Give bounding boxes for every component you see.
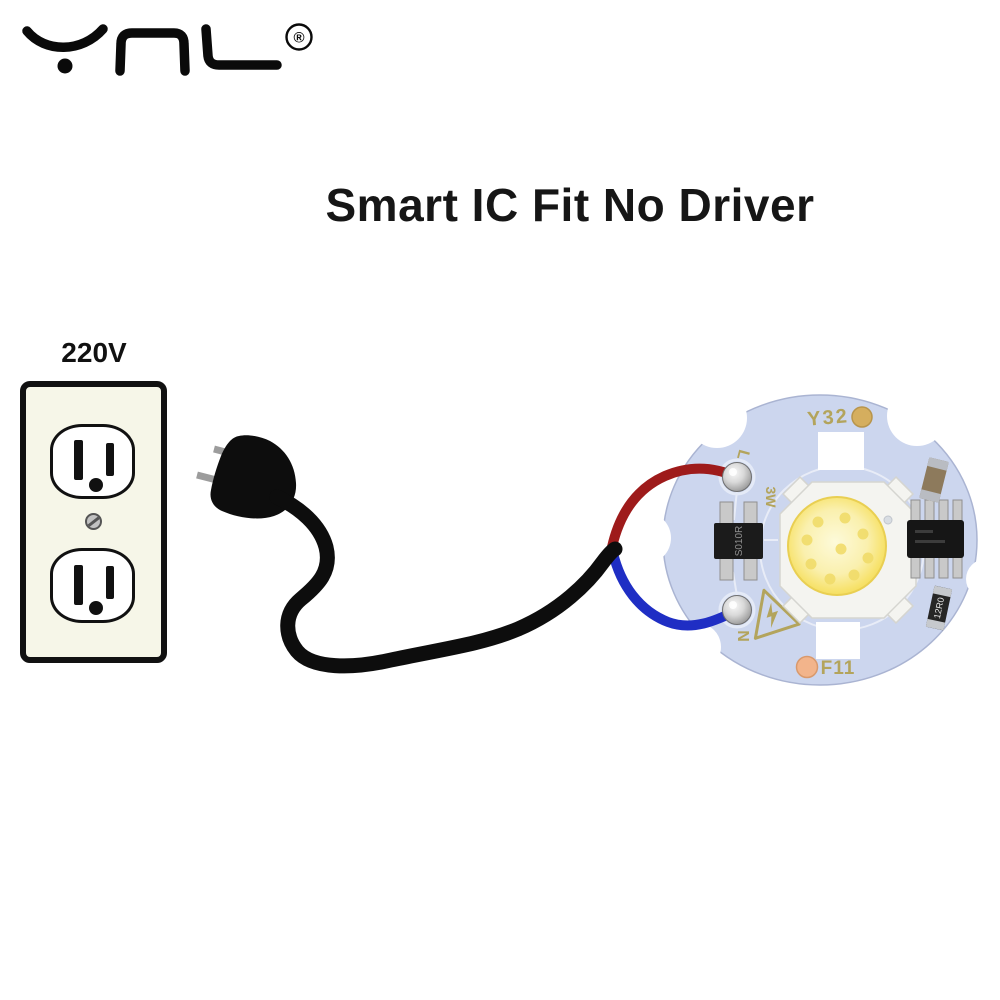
registered-mark: ®	[293, 30, 304, 47]
gold-pad-top	[851, 406, 873, 428]
power-cable	[269, 489, 623, 674]
model-top-label: Y32	[806, 405, 849, 431]
resistor-component: 12R0	[925, 585, 953, 631]
socket-slot	[106, 566, 114, 599]
pcb-edge-notches	[619, 386, 1000, 674]
neutral-silkscreen-label: N	[734, 630, 751, 642]
outlet-screw	[85, 513, 102, 530]
live-wire	[607, 463, 742, 552]
driver-ic-chip	[907, 499, 964, 579]
bridge-rectifier-marking: S010R	[734, 526, 745, 557]
outlet-socket-bottom	[50, 548, 135, 623]
socket-ground-hole	[89, 478, 103, 492]
model-bottom-label: F11	[821, 658, 856, 679]
brand-logo: ®	[22, 23, 313, 76]
silkscreen: Y32 L 3W N F11	[733, 405, 856, 679]
neutral-wire	[608, 548, 742, 631]
live-pad-ring	[718, 458, 756, 496]
page-title: Smart IC Fit No Driver	[325, 179, 815, 231]
socket-ground-hole	[89, 601, 103, 615]
pcb-hole-bottom	[816, 622, 860, 659]
resistor-marking: 12R0	[932, 596, 946, 619]
socket-slot	[106, 443, 114, 476]
neutral-pad-ring	[718, 591, 756, 629]
voltage-label: 220V	[61, 337, 127, 368]
live-silkscreen-label: L	[733, 448, 752, 462]
neutral-solder-joint	[722, 595, 752, 625]
outlet-socket-top	[50, 424, 135, 499]
logo-dot	[57, 58, 73, 74]
pcb-hole-top	[818, 432, 864, 470]
ynl-logo-icon	[22, 24, 282, 76]
socket-slot	[74, 440, 83, 480]
wall-outlet	[20, 381, 167, 663]
high-voltage-triangle-icon	[753, 588, 801, 640]
cob-screw-hole	[883, 515, 893, 525]
registered-mark-circle	[285, 23, 313, 51]
live-solder-joint	[722, 462, 752, 492]
capacitor-component	[919, 457, 949, 503]
power-marking: 3W	[763, 487, 779, 509]
bridge-rectifier-chip: S010R	[714, 501, 763, 581]
cob-led-dies	[801, 512, 874, 585]
solder-joints	[722, 462, 752, 625]
socket-slot	[74, 565, 83, 605]
copper-pad-bottom	[795, 655, 819, 679]
cob-led	[779, 475, 917, 625]
